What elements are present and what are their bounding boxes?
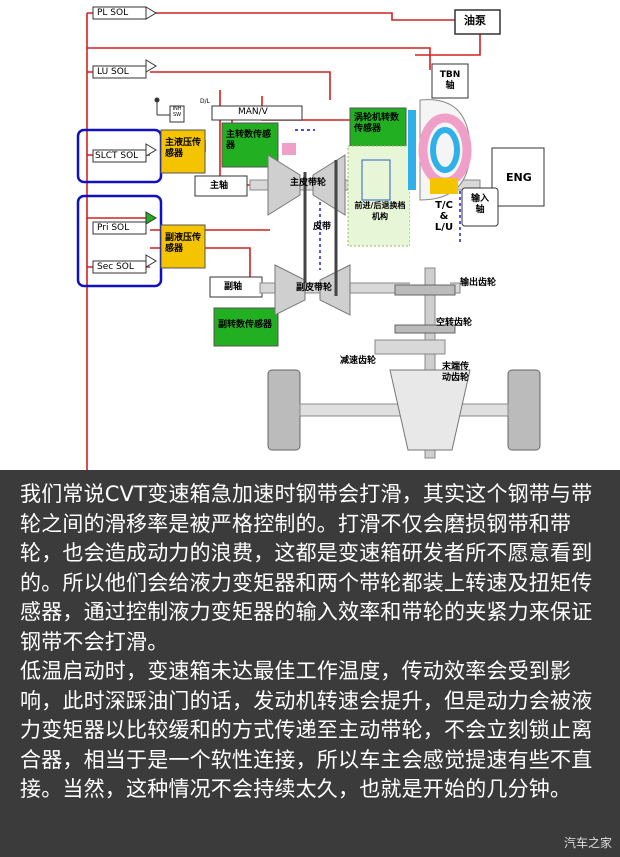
sec-sol-label: Sec SOL: [97, 262, 134, 272]
reduction-gear-label: 减速齿轮: [340, 356, 377, 366]
article-text-area: 我们常说CVT变速箱急加速时钢带会打滑，其实这个钢带与带轮之间的滑移率是被严格控…: [0, 470, 620, 857]
man-v-label: MAN/V: [238, 107, 268, 117]
eng-label: ENG: [506, 171, 532, 184]
input-shaft-label: 输入 轴: [470, 194, 489, 215]
secondary-speed-sensor-box: [213, 307, 279, 347]
main-shaft-box: [194, 175, 248, 197]
secondary-pulley-label: 副皮带轮: [296, 283, 333, 293]
idler-gear-label: 空转齿轮: [436, 318, 473, 328]
oil-pump-box: [454, 9, 501, 35]
output-shaft: [424, 267, 436, 459]
slct-sol-label: SLCT SOL: [95, 151, 139, 161]
inh-sw-label: INH SW: [172, 106, 182, 118]
belt-label: 皮带: [313, 222, 332, 232]
cvt-diagram: PL SOL LU SOL SLCT SOL Pri SOL Sec SOL 油…: [0, 0, 620, 470]
final-drive-gear-label: 末端传 动齿轮: [442, 362, 470, 383]
secondary-pressure-sensor-box: [160, 224, 206, 269]
output-gear-label: 输出齿轮: [460, 278, 497, 288]
secondary-pulley-left: [274, 264, 306, 316]
d-l-label: D/L: [200, 98, 210, 105]
article-paragraph-2: 低温启动时，变速箱未达最佳工作温度，传动效率会受到影响，此时深踩油门的话，发动机…: [20, 659, 593, 801]
secondary-speed-sensor-label: 副转数传感器: [218, 320, 273, 330]
secondary-shaft-bar: [259, 282, 461, 294]
secondary-shaft-label: 副轴: [224, 282, 243, 292]
tc-lu-label: T/C & L/U: [434, 200, 454, 233]
primary-pressure-sensor-box: [160, 129, 206, 174]
right-wheel: [507, 369, 541, 451]
tbn-axis-box: [431, 63, 469, 99]
primary-speed-sensor-label: 主转数传感 器: [226, 130, 272, 151]
oil-pump-label: 油泵: [464, 14, 486, 27]
turbine-speed-sensor-label: 涡轮机转数 传感器: [354, 113, 400, 134]
lu-sol-label: LU SOL: [97, 67, 129, 77]
secondary-pressure-sensor-label: 副液压传 感器: [165, 233, 202, 254]
fwd-rev-mechanism-label: 前进/后退换档 机构: [354, 201, 406, 221]
left-wheel: [267, 369, 301, 451]
watermark-label: 汽车之家: [563, 836, 612, 850]
diagram-graphics: [76, 6, 545, 470]
primary-pressure-sensor-label: 主液压传 感器: [165, 138, 202, 159]
manual-valve-box: [211, 105, 303, 121]
engine-box: [491, 147, 545, 207]
differential: [389, 369, 471, 451]
pl-sol-label: PL SOL: [97, 8, 129, 18]
fwd-rev-mechanism-box: [347, 145, 411, 247]
primary-pulley-label: 主皮带轮: [290, 178, 327, 188]
pri-sol-box: [92, 221, 147, 235]
torque-converter-turbine: [430, 127, 460, 173]
primary-pulley-left: [267, 154, 301, 216]
article-paragraph-1: 我们常说CVT变速箱急加速时钢带会打滑，其实这个钢带与带轮之间的滑移率是被严格控…: [20, 482, 593, 654]
pri-sol-label: Pri SOL: [97, 223, 130, 233]
main-shaft-label: 主轴: [210, 181, 229, 191]
input-shaft-box: [461, 187, 499, 227]
inh-sw-box: [169, 105, 185, 123]
tbn-axis-label: TBN 轴: [439, 70, 461, 91]
